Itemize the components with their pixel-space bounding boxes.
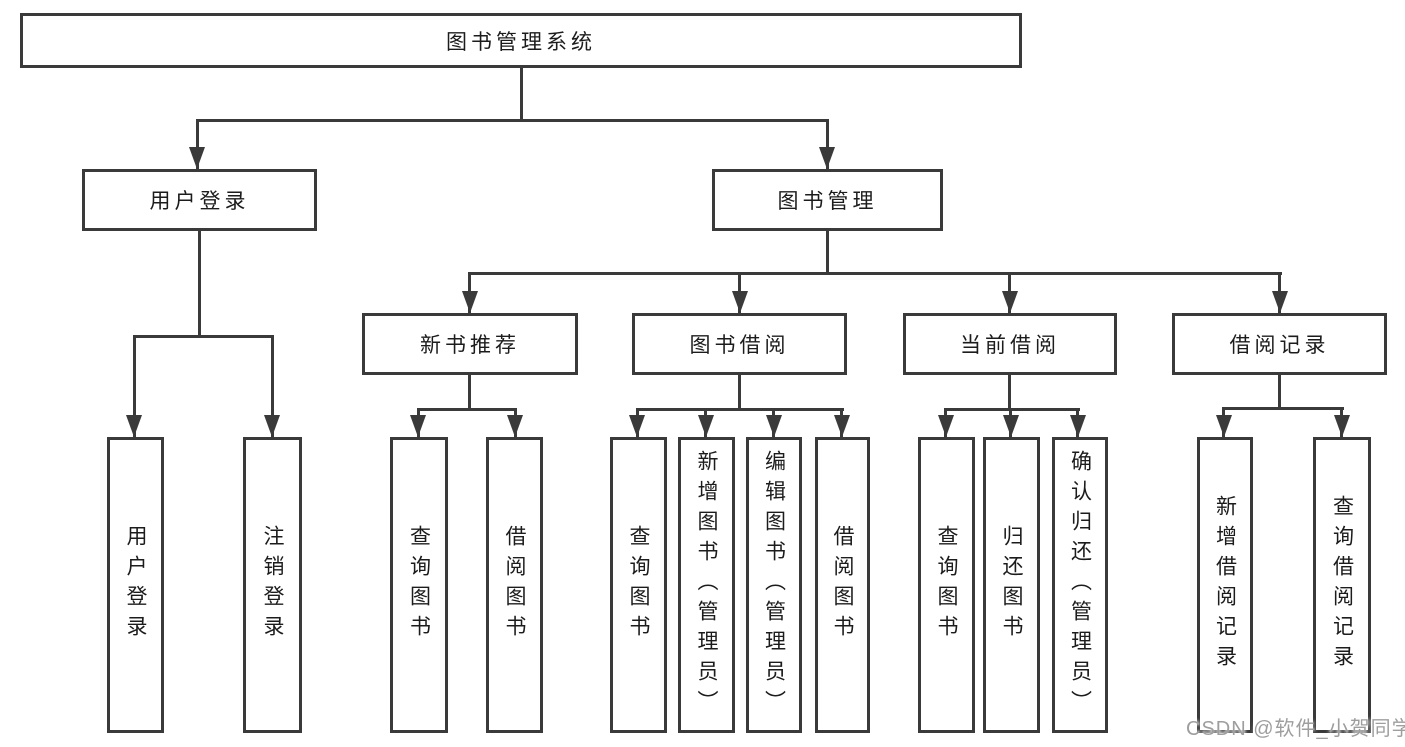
- arrow-down-icon: [1003, 415, 1019, 437]
- leaf-logout: 注销登录: [243, 437, 302, 733]
- connector-line: [738, 375, 741, 408]
- node-current-borrow: 当前借阅: [903, 313, 1117, 375]
- connector-line: [520, 68, 523, 119]
- arrow-down-icon: [1334, 415, 1350, 437]
- node-new-book-recommend: 新书推荐: [362, 313, 578, 375]
- arrow-down-icon: [507, 415, 523, 437]
- connector-line: [417, 408, 517, 411]
- node-book-management: 图书管理: [712, 169, 943, 231]
- connector-line: [944, 408, 1080, 411]
- node-root: 图书管理系统: [20, 13, 1022, 68]
- leaf-borrow-books-borrow: 借阅图书: [815, 437, 870, 733]
- leaf-return-book: 归还图书: [983, 437, 1040, 733]
- arrow-down-icon: [834, 415, 850, 437]
- leaf-add-book-admin: 新增图书（管理员）: [678, 437, 735, 733]
- connector-line: [468, 375, 471, 408]
- leaf-user-login: 用户登录: [107, 437, 164, 733]
- connector-line: [1278, 375, 1281, 407]
- connector-line: [196, 119, 829, 122]
- connector-line: [133, 335, 136, 437]
- leaf-borrow-books-recommend: 借阅图书: [486, 437, 543, 733]
- connector-line: [826, 231, 829, 272]
- node-borrow-records: 借阅记录: [1172, 313, 1387, 375]
- watermark: CSDN @软件_小贺同学: [1186, 718, 1405, 740]
- arrow-down-icon: [732, 291, 748, 313]
- arrow-down-icon: [938, 415, 954, 437]
- arrow-down-icon: [189, 147, 205, 169]
- connector-line: [826, 119, 829, 169]
- arrow-down-icon: [264, 415, 280, 437]
- leaf-query-borrow-record: 查询借阅记录: [1313, 437, 1371, 733]
- arrow-down-icon: [410, 415, 426, 437]
- arrow-down-icon: [1002, 291, 1018, 313]
- leaf-query-books-current: 查询图书: [918, 437, 975, 733]
- arrow-down-icon: [1272, 291, 1288, 313]
- leaf-query-books-borrow: 查询图书: [610, 437, 667, 733]
- arrow-down-icon: [698, 415, 714, 437]
- connector-line: [198, 231, 201, 335]
- connector-line: [196, 119, 199, 169]
- arrow-down-icon: [126, 415, 142, 437]
- connector-line: [636, 408, 844, 411]
- connector-line: [1222, 407, 1344, 410]
- leaf-confirm-return-admin: 确认归还（管理员）: [1052, 437, 1108, 733]
- arrow-down-icon: [819, 147, 835, 169]
- connector-line: [133, 335, 274, 338]
- connector-line: [469, 272, 1282, 275]
- arrow-down-icon: [462, 291, 478, 313]
- connector-line: [271, 335, 274, 437]
- connector-line: [1008, 375, 1011, 408]
- arrow-down-icon: [1216, 415, 1232, 437]
- leaf-edit-book-admin: 编辑图书（管理员）: [746, 437, 802, 733]
- arrow-down-icon: [629, 415, 645, 437]
- leaf-add-borrow-record: 新增借阅记录: [1197, 437, 1253, 733]
- arrow-down-icon: [766, 415, 782, 437]
- node-user-login: 用户登录: [82, 169, 317, 231]
- node-book-borrow: 图书借阅: [632, 313, 847, 375]
- arrow-down-icon: [1070, 415, 1086, 437]
- leaf-query-books-recommend: 查询图书: [390, 437, 448, 733]
